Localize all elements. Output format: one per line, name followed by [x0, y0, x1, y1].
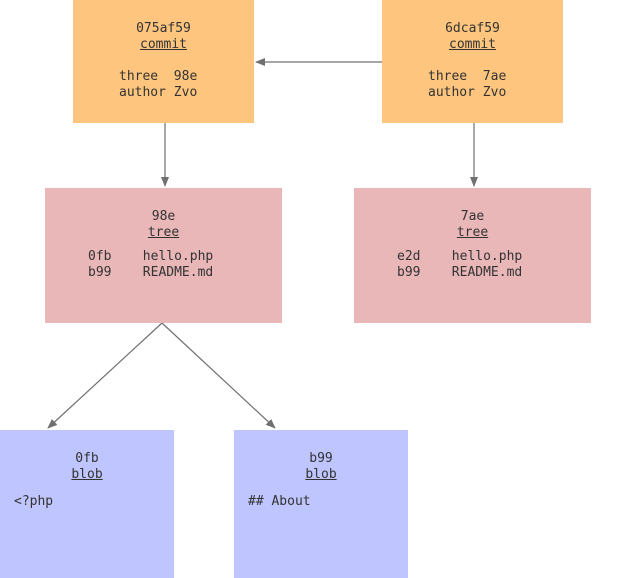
commit-details: three 7ae author Zvo — [428, 69, 507, 100]
blob-content: ## About — [248, 494, 311, 509]
blob-hash: 0fb — [75, 451, 99, 466]
commit-details: three 98e author Zvo — [119, 69, 198, 100]
edge-tree-1-to-blob-2 — [161, 322, 276, 429]
edge-tree-1-to-blob-1 — [47, 322, 163, 429]
tree-type-label: tree — [456, 225, 489, 240]
commit-type-label: commit — [449, 37, 496, 52]
blob-type-label: blob — [71, 467, 103, 482]
blob-node-0fb[interactable]: 0fb blob <?php — [0, 430, 174, 578]
tree-node-98e[interactable]: 98e tree 0fb hello.php b99 README.md — [45, 188, 282, 323]
tree-node-7ae[interactable]: 7ae tree e2d hello.php b99 README.md — [354, 188, 591, 323]
tree-hash: 7ae — [460, 209, 485, 224]
commit-hash: 075af59 — [136, 21, 191, 36]
commit-node-6dcaf59[interactable]: 6dcaf59 commit three 7ae author Zvo — [382, 0, 563, 123]
tree-hash: 98e — [151, 209, 176, 224]
blob-type-label: blob — [305, 467, 337, 482]
commit-node-075af59[interactable]: 075af59 commit three 98e author Zvo — [73, 0, 254, 123]
tree-entries: e2d hello.php b99 README.md — [397, 249, 523, 280]
tree-type-label: tree — [147, 225, 180, 240]
blob-hash: b99 — [309, 451, 333, 466]
tree-entries: 0fb hello.php b99 README.md — [88, 249, 214, 280]
commit-hash: 6dcaf59 — [445, 21, 500, 36]
commit-type-label: commit — [140, 37, 187, 52]
blob-node-b99[interactable]: b99 blob ## About — [234, 430, 408, 578]
blob-content: <?php — [14, 494, 54, 509]
